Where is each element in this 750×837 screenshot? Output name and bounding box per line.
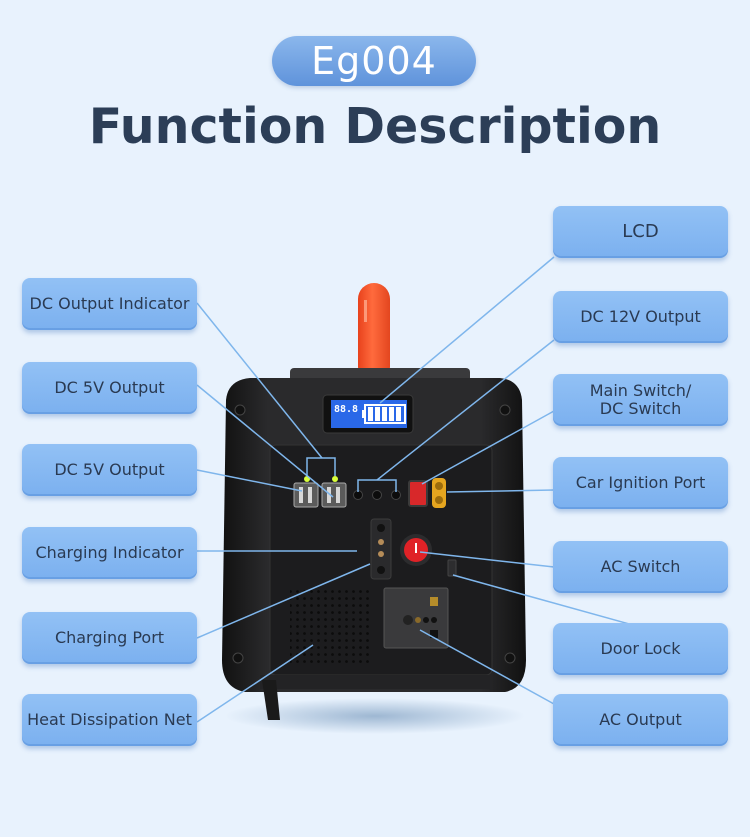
- battery-bar: [389, 407, 394, 421]
- usb-port-1: [293, 482, 319, 508]
- dc-12v-port: [391, 490, 401, 500]
- dc-12v-port: [353, 490, 363, 500]
- label-charging-indicator: Charging Indicator: [22, 527, 197, 579]
- battery-bar: [382, 407, 387, 421]
- label-dc-output-indicator: DC Output Indicator: [22, 278, 197, 330]
- page-title: Function Description: [88, 98, 662, 155]
- label-ac-output: AC Output: [553, 694, 728, 746]
- label-car-ignition-port: Car Ignition Port: [553, 457, 728, 509]
- label-lcd: LCD: [553, 206, 728, 258]
- battery-bar: [375, 407, 380, 421]
- model-badge: Eg004: [272, 36, 476, 86]
- battery-bar: [368, 407, 373, 421]
- battery-bar: [396, 407, 401, 421]
- label-dc-5v-output-1: DC 5V Output: [22, 362, 197, 414]
- dc-12v-port: [372, 490, 382, 500]
- label-door-lock: Door Lock: [553, 623, 728, 675]
- charging-port-module: [370, 518, 392, 580]
- heat-dissipation-grill: [290, 588, 370, 666]
- label-heat-dissipation-net: Heat Dissipation Net: [22, 694, 197, 746]
- lcd-reading: 88.8: [334, 404, 359, 415]
- label-main-switch: Main Switch/ DC Switch: [553, 374, 728, 426]
- usb-port-2: [321, 482, 347, 508]
- label-charging-port: Charging Port: [22, 612, 197, 664]
- label-dc-12v-output: DC 12V Output: [553, 291, 728, 343]
- door-lock-latch: [447, 559, 457, 577]
- dc-output-indicator-led: [304, 476, 310, 482]
- dc-output-indicator-led: [332, 476, 338, 482]
- main-switch: [408, 480, 428, 507]
- label-dc-5v-output-2: DC 5V Output: [22, 444, 197, 496]
- label-ac-switch: AC Switch: [553, 541, 728, 593]
